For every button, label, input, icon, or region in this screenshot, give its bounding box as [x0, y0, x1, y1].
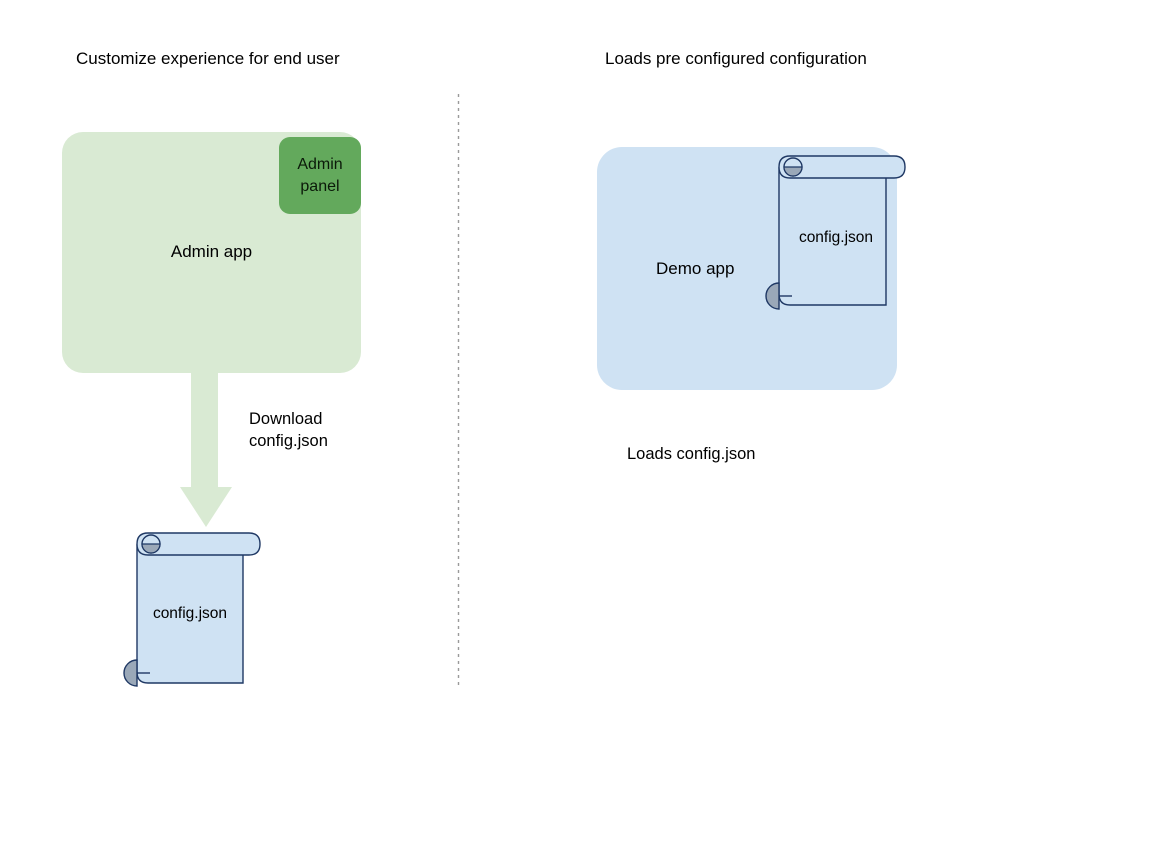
download-arrow-label: Download config.json	[249, 410, 328, 450]
demo-app-label: Demo app	[656, 259, 735, 278]
loads-config-caption: Loads config.json	[627, 445, 756, 463]
document-top-roll	[136, 532, 261, 556]
right-column-title: Loads pre configured configuration	[605, 49, 867, 68]
admin-panel-box[interactable]: Admin panel	[279, 137, 361, 214]
admin-app-label: Admin app	[170, 242, 253, 261]
left-column-title: Customize experience for end user	[76, 49, 340, 68]
document-top-curl-shade	[141, 543, 161, 554]
document-bottom-curl	[765, 282, 780, 310]
document-top-roll	[778, 155, 906, 179]
admin-panel-label: Admin panel	[297, 155, 343, 195]
left-document-label: config.json	[153, 605, 227, 622]
right-document-label: config.json	[799, 229, 873, 246]
document-top-curl-shade	[783, 166, 803, 177]
document-bottom-curl	[123, 659, 138, 687]
